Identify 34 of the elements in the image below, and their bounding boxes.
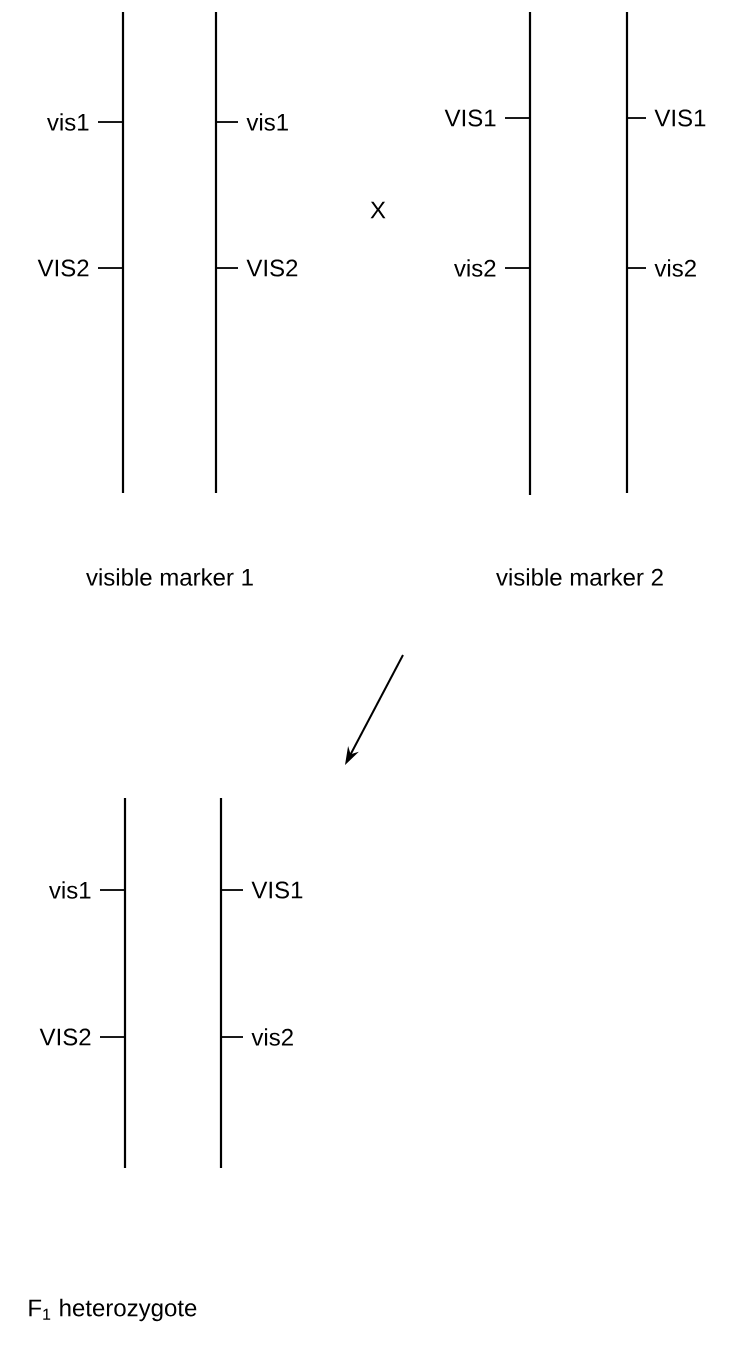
chromosome-line	[214, 12, 218, 493]
gene-label: VIS2	[37, 259, 89, 277]
gene-label: VIS1	[444, 109, 496, 127]
gene-label: vis1	[246, 113, 288, 131]
gene-tick	[99, 889, 126, 891]
gene-tick	[504, 267, 531, 269]
gene-label: vis1	[49, 881, 91, 899]
gene-tick	[215, 267, 239, 269]
gene-label: vis2	[251, 1028, 293, 1046]
gene-label: VIS1	[654, 109, 706, 127]
chromosome-line	[123, 798, 127, 1168]
caption: visible marker 2	[496, 568, 663, 586]
gene-label: VIS1	[251, 881, 303, 899]
gene-tick	[97, 267, 124, 269]
cross-symbol: X	[370, 201, 386, 219]
gene-tick	[97, 121, 124, 123]
gene-label: VIS2	[246, 259, 298, 277]
gene-tick	[99, 1036, 126, 1038]
caption: F$_{1}$ heterozygote	[29, 1298, 197, 1322]
caption: visible marker 1	[86, 568, 253, 586]
gene-label: vis2	[654, 259, 696, 277]
gene-label: vis2	[454, 259, 496, 277]
gene-tick	[215, 121, 239, 123]
gene-tick	[504, 117, 531, 119]
gene-label: VIS2	[39, 1028, 91, 1046]
chromosome-line	[121, 12, 125, 493]
gene-tick	[220, 889, 244, 891]
gene-tick	[220, 1036, 244, 1038]
gene-tick	[626, 117, 647, 119]
chromosome-line	[219, 798, 223, 1168]
gene-label: vis1	[47, 113, 89, 131]
chromosome-line	[625, 12, 629, 493]
gene-tick	[626, 267, 647, 269]
chromosome-line	[528, 12, 532, 495]
